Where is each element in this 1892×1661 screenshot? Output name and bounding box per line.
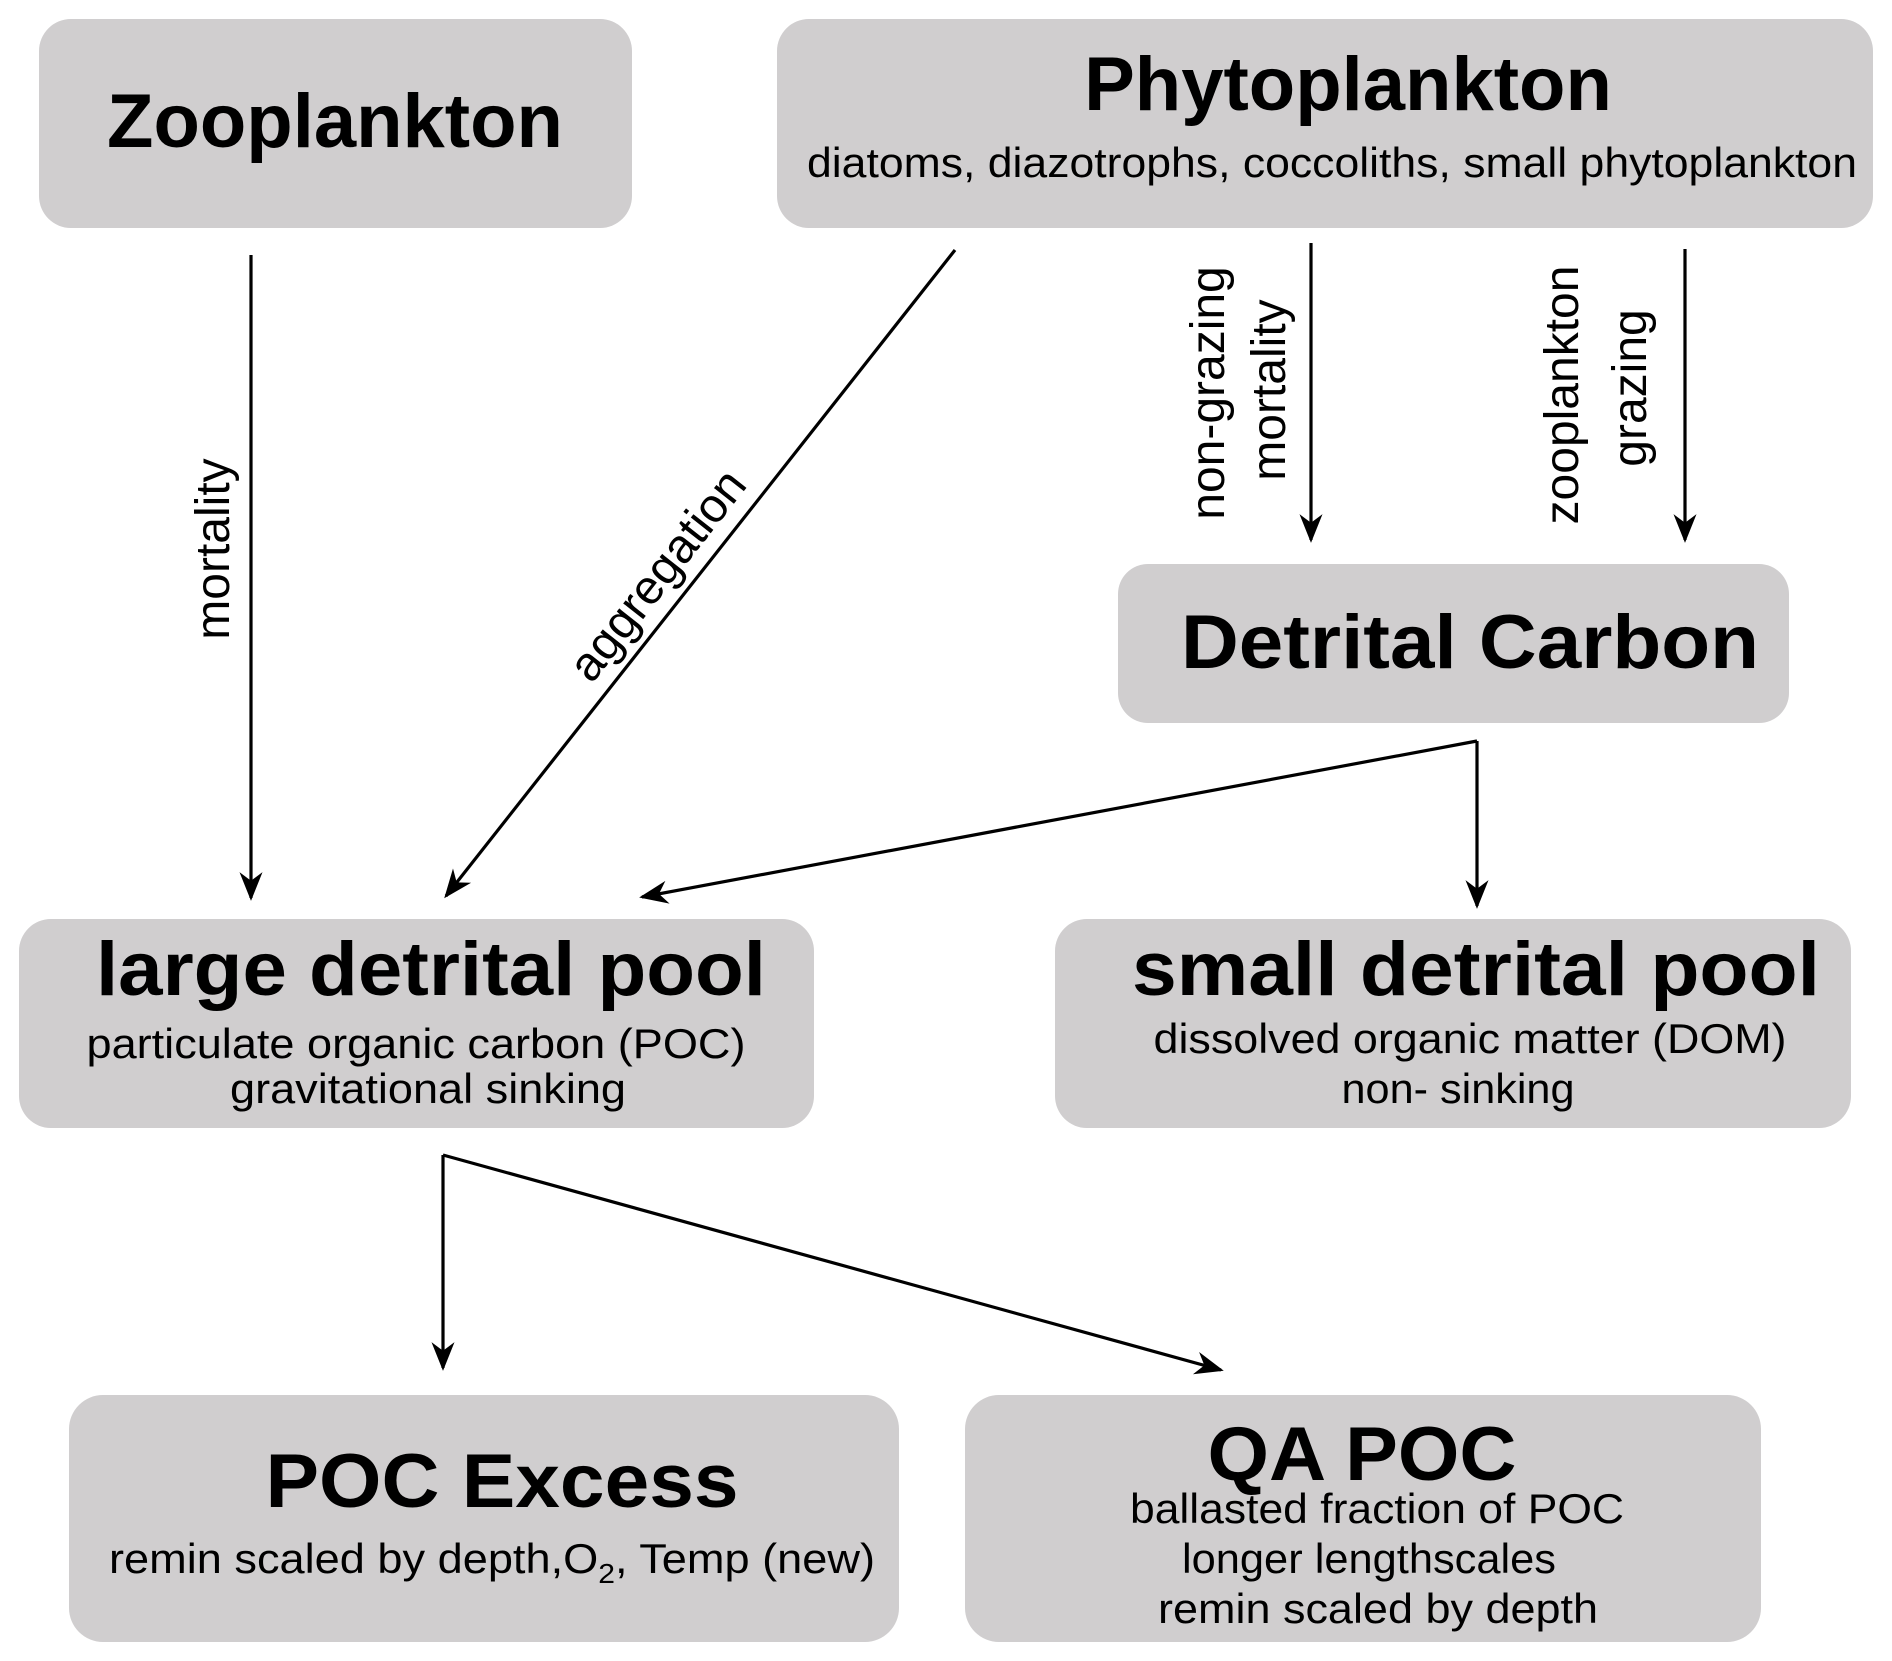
node-box <box>1118 564 1789 723</box>
node-line: ballasted fraction of POC <box>1130 1485 1624 1532</box>
node-title: Zooplankton <box>107 79 563 164</box>
edge-phytoplankton-aggregation: aggregation <box>444 249 957 899</box>
edge-label-line2: grazing <box>1604 309 1657 466</box>
node-title: QA POC <box>1208 1412 1517 1497</box>
arrow-line-to-large-pool <box>639 739 1478 904</box>
node-box <box>19 919 814 1128</box>
edge-detrital-carbon-split <box>639 739 1489 909</box>
node-subtitle: diatoms, diazotrophs, coccoliths, small … <box>807 139 1857 186</box>
node-title: Detrital Carbon <box>1181 600 1759 685</box>
arrow-line <box>444 249 957 899</box>
edge-phytoplankton-zooplankton-grazing: zooplankton grazing <box>1536 249 1697 543</box>
line-text-post: , Temp (new) <box>615 1535 875 1582</box>
node-box <box>777 19 1873 228</box>
node-box <box>69 1395 899 1642</box>
node-large-detrital-pool: large detrital pool particulate organic … <box>19 919 814 1128</box>
node-zooplankton: Zooplankton <box>39 19 632 228</box>
line-subscript: 2 <box>598 1558 615 1589</box>
edge-phytoplankton-non-grazing-mortality: non-grazing mortality <box>1182 243 1323 543</box>
node-box <box>1055 919 1851 1128</box>
edge-label-line1: non-grazing <box>1182 266 1235 520</box>
arrow-line-to-qa-poc <box>442 1153 1224 1375</box>
edge-large-pool-split <box>431 1153 1224 1375</box>
node-box <box>39 19 632 228</box>
node-title: POC Excess <box>266 1439 739 1524</box>
node-phytoplankton: Phytoplankton diatoms, diazotrophs, cocc… <box>777 19 1873 228</box>
node-qa-poc: QA POC ballasted fraction of POC longer … <box>965 1395 1761 1642</box>
edge-label-line1: zooplankton <box>1536 266 1589 525</box>
node-detrital-carbon: Detrital Carbon <box>1118 564 1789 723</box>
node-title: small detrital pool <box>1132 927 1820 1012</box>
node-line: non- sinking <box>1342 1065 1575 1112</box>
node-box <box>965 1395 1761 1642</box>
edge-zooplankton-mortality: mortality <box>187 255 263 901</box>
line-text-pre: remin scaled by depth,O <box>109 1535 598 1582</box>
node-line: remin scaled by depth <box>1158 1585 1598 1632</box>
node-line: particulate organic carbon (POC) <box>87 1020 746 1067</box>
edge-label: mortality <box>187 458 240 639</box>
node-title: large detrital pool <box>96 927 766 1012</box>
node-line: gravitational sinking <box>230 1065 626 1112</box>
edge-label: aggregation <box>559 459 757 691</box>
node-line: longer lengthscales <box>1182 1535 1556 1582</box>
node-line: dissolved organic matter (DOM) <box>1154 1015 1787 1062</box>
node-small-detrital-pool: small detrital pool dissolved organic ma… <box>1055 919 1851 1128</box>
edge-label-line2: mortality <box>1243 299 1296 480</box>
node-title: Phytoplankton <box>1084 42 1612 127</box>
